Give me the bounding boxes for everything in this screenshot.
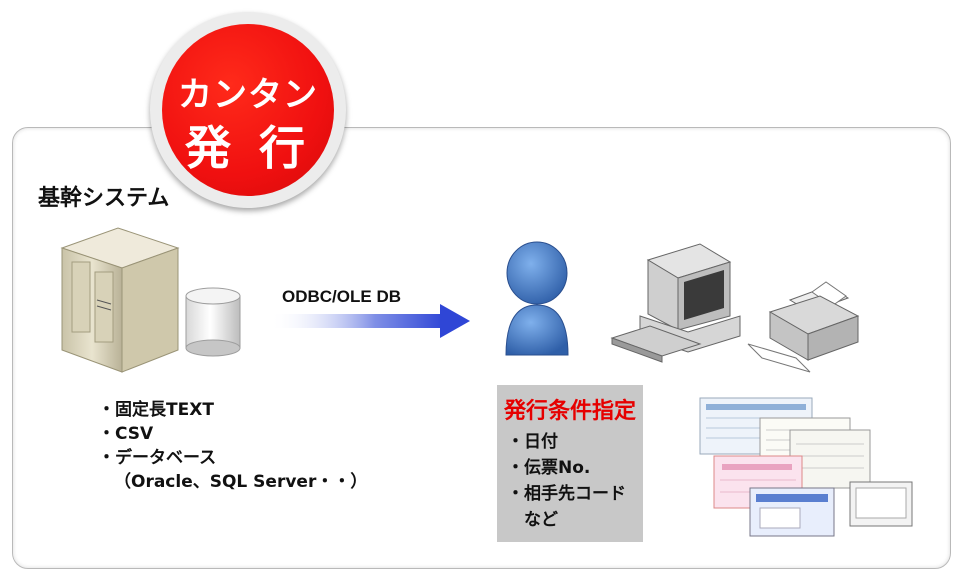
condition-item: など [507, 510, 558, 530]
document-stack-icon [699, 397, 913, 537]
data-source-item: ・CSV [98, 424, 154, 444]
badge-line1: カンタン [178, 75, 318, 115]
issue-conditions-title: 発行条件指定 [503, 399, 636, 424]
printer-icon [747, 281, 860, 373]
issue-conditions-list: ・日付 ・伝票No. ・相手先コード など [507, 429, 626, 533]
badge-fill [162, 24, 334, 196]
system-title: 基幹システム [38, 186, 170, 211]
condition-item: ・伝票No. [507, 458, 591, 478]
data-source-note: （Oracle、SQL Server・・） [114, 472, 368, 492]
server-icon [60, 227, 180, 373]
user-icon [505, 241, 569, 356]
easy-issue-badge: カンタン 発 行 [150, 12, 346, 208]
data-source-item: ・データベース [98, 448, 217, 468]
connection-label: ODBC/OLE DB [282, 287, 401, 306]
issue-conditions-box: 発行条件指定 ・日付 ・伝票No. ・相手先コード など [497, 385, 643, 542]
computer-icon [610, 243, 741, 363]
data-source-list: ・固定長TEXT ・CSV ・データベース （Oracle、SQL Server… [98, 398, 367, 494]
condition-item: ・相手先コード [507, 484, 626, 504]
data-source-item: ・固定長TEXT [98, 400, 214, 420]
database-icon [185, 287, 241, 357]
arrow-right-icon [270, 304, 470, 338]
condition-item: ・日付 [507, 432, 558, 452]
badge-line2: 発 行 [184, 121, 311, 175]
